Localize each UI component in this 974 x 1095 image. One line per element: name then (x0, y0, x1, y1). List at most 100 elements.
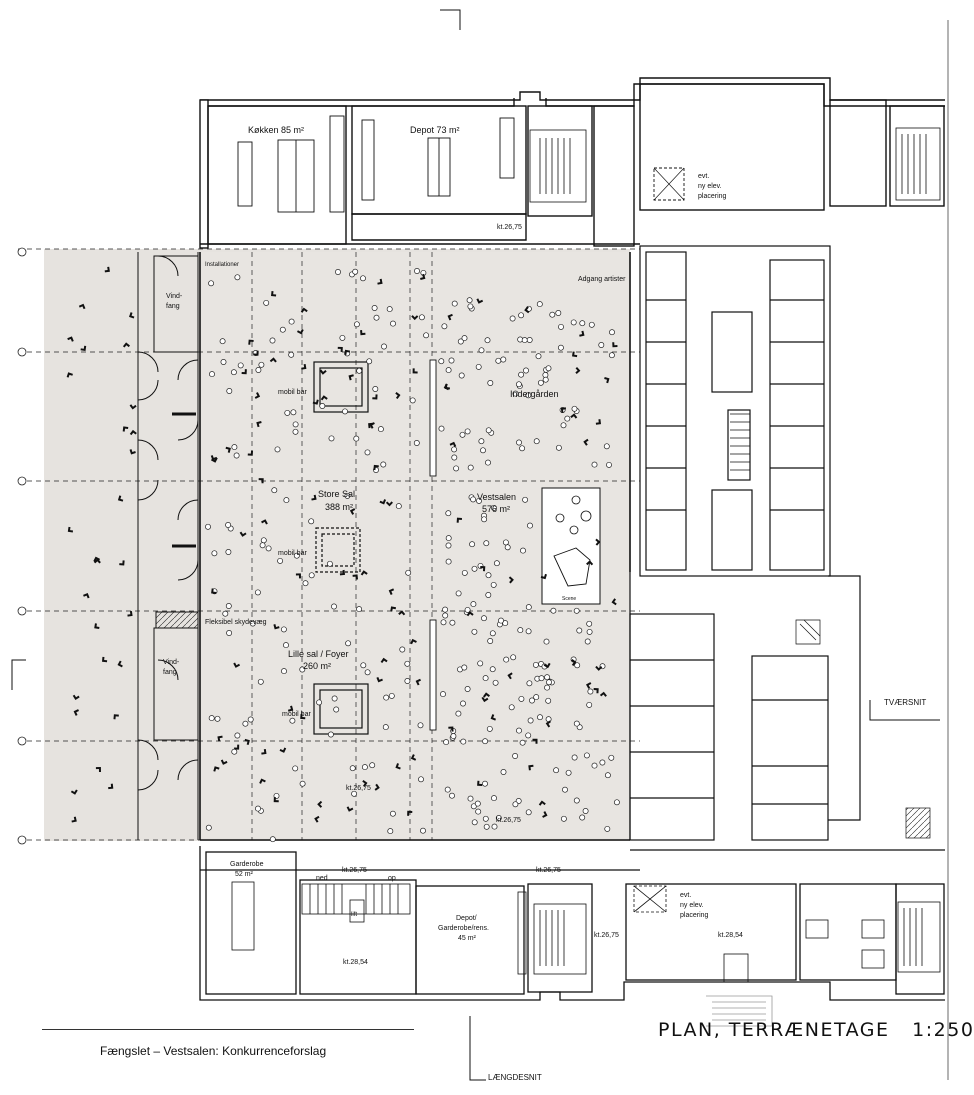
guest-dot (226, 388, 233, 394)
guest-dot (349, 765, 356, 772)
guest-dot (491, 504, 497, 511)
guest-dot (481, 615, 487, 622)
guest-dot (487, 380, 494, 386)
guest-dot (404, 660, 411, 667)
seat-symbol (481, 696, 489, 703)
facade-mullions (172, 412, 196, 548)
guest-dot (533, 694, 540, 701)
guest-dot (478, 347, 485, 354)
guest-dot (553, 767, 560, 774)
guest-dot (390, 320, 396, 327)
guest-dot (418, 776, 424, 783)
guest-dot (395, 503, 402, 510)
seat-symbol (477, 780, 483, 787)
guest-dot (443, 739, 450, 746)
footer-rule (42, 1029, 414, 1030)
guest-dot (520, 547, 526, 554)
guest-dot (586, 701, 593, 708)
guest-dot (461, 335, 468, 342)
seat-symbol (261, 519, 268, 525)
seat-symbol (410, 638, 417, 645)
room-label-scene: Scene (562, 596, 576, 602)
seat-symbol (80, 345, 87, 351)
guest-dot (491, 795, 497, 802)
guest-dot (526, 337, 533, 343)
seat-symbol (398, 610, 406, 616)
seat-symbol (524, 306, 530, 314)
plan-title: PLAN, TERRÆNETAGE 1:250 (658, 1019, 974, 1041)
guest-dot (280, 626, 287, 633)
guest-dot (274, 446, 281, 453)
partition-walls (429, 359, 437, 731)
seat-symbol (129, 429, 137, 436)
guest-dot (451, 454, 458, 461)
guest-dot (482, 738, 489, 745)
seat-symbol (528, 764, 534, 771)
guest-dot (405, 569, 412, 576)
guest-dot (518, 371, 525, 378)
room-label-fleksibel: Fleksibel skydevæg (205, 619, 267, 626)
guest-dot (464, 686, 471, 692)
guest-dot (351, 790, 358, 797)
seat-symbol (301, 363, 307, 370)
guest-dot (420, 827, 426, 834)
guest-dot (451, 300, 458, 307)
guest-dot (382, 724, 389, 731)
guest-dot (545, 365, 552, 372)
seat-symbol (390, 606, 397, 612)
guest-dot (518, 312, 525, 319)
seat-symbol (295, 573, 301, 579)
guest-dot (512, 753, 519, 759)
guest-dot (477, 660, 484, 667)
guest-dot (265, 545, 272, 552)
seat-symbol (254, 392, 261, 399)
guest-dot (333, 706, 340, 713)
seat-symbol (443, 383, 450, 391)
seat-symbol (508, 576, 514, 584)
guest-dot (523, 367, 529, 374)
guest-dot (445, 535, 452, 542)
guest-dot (342, 408, 348, 415)
seat-symbol (410, 754, 417, 761)
guest-dot (591, 461, 598, 468)
guest-dot (440, 691, 446, 698)
seat-symbol (259, 778, 266, 784)
guest-dot (413, 440, 420, 446)
guest-dot (247, 716, 254, 723)
guest-dot (352, 268, 359, 275)
seat-symbol (612, 342, 618, 348)
guest-dot (458, 372, 465, 379)
guest-dot (485, 592, 492, 598)
room-label-lille-sal-1: Lille sal / Foyer (288, 649, 349, 659)
guest-dot (459, 431, 466, 438)
guest-dot (449, 619, 456, 626)
seat-symbol (108, 783, 114, 790)
level-label-stair-left: kt.28,54 (343, 959, 368, 966)
guest-dot (582, 808, 589, 814)
seat-symbol (482, 692, 490, 698)
seat-symbol (225, 446, 231, 453)
guest-dot (579, 814, 586, 821)
seat-symbol (412, 368, 418, 374)
seat-symbol (380, 657, 388, 664)
seat-symbol (476, 298, 484, 304)
seat-symbol (113, 714, 119, 720)
guest-dot (502, 620, 509, 627)
guest-dot (490, 581, 497, 588)
guest-dot (373, 314, 380, 321)
guest-dot (414, 268, 420, 274)
south-wing-walls (199, 846, 945, 1001)
seat-symbol (104, 266, 110, 273)
seat-symbol (234, 744, 240, 750)
guest-dot (366, 358, 373, 365)
seat-symbol (448, 726, 454, 732)
guest-dot (512, 801, 519, 808)
seat-symbol (73, 709, 79, 716)
seat-symbol (543, 662, 551, 669)
seat-symbol (449, 441, 457, 448)
level-label-right-block: kt.28,54 (718, 932, 743, 939)
guest-dot (263, 299, 270, 306)
guest-dot (364, 669, 371, 676)
guest-dot (525, 732, 532, 739)
room-label-indergarden: Indergården (510, 389, 559, 399)
